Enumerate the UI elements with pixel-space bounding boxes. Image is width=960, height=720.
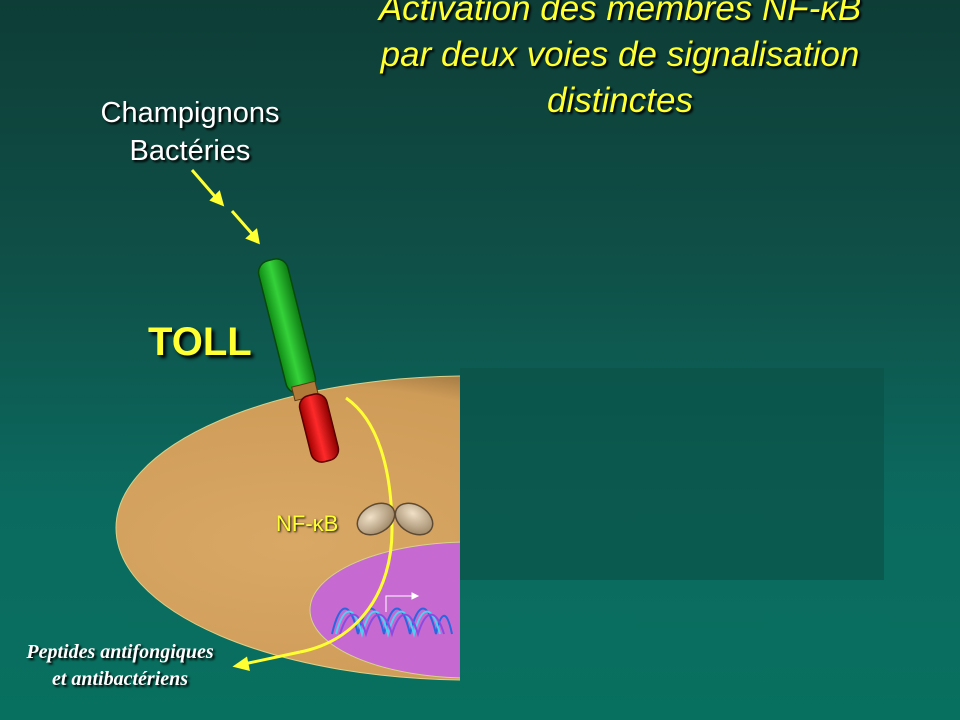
receptor-label: TOLL xyxy=(148,320,252,364)
nucleus xyxy=(309,541,460,679)
slide-title: Activation des membres NF-κB par deux vo… xyxy=(300,0,940,124)
stimulus-label: Champignons Bactéries xyxy=(60,94,320,170)
output-line-1: Peptides antifongiques xyxy=(26,641,214,663)
arrow-icon xyxy=(190,169,260,245)
title-line-1: Activation des membres NF-κB xyxy=(378,0,862,28)
nfkb-label: NF-κB xyxy=(276,511,339,536)
signal-path xyxy=(299,396,394,654)
toll-receptor xyxy=(257,258,340,463)
title-line-3: distinctes xyxy=(547,81,693,120)
stimulus-line-1: Champignons xyxy=(100,97,280,129)
transcription-start-icon xyxy=(385,592,420,612)
output-line-2: et antibactériens xyxy=(51,668,189,690)
right-panel xyxy=(460,368,884,580)
nfkb-dimer xyxy=(356,502,434,536)
arrow-icon xyxy=(232,650,301,672)
stimulus-line-2: Bactéries xyxy=(129,135,251,167)
title-line-2: par deux voies de signalisation xyxy=(380,35,860,74)
output-label: Peptides antifongiques et antibactériens xyxy=(0,639,240,693)
